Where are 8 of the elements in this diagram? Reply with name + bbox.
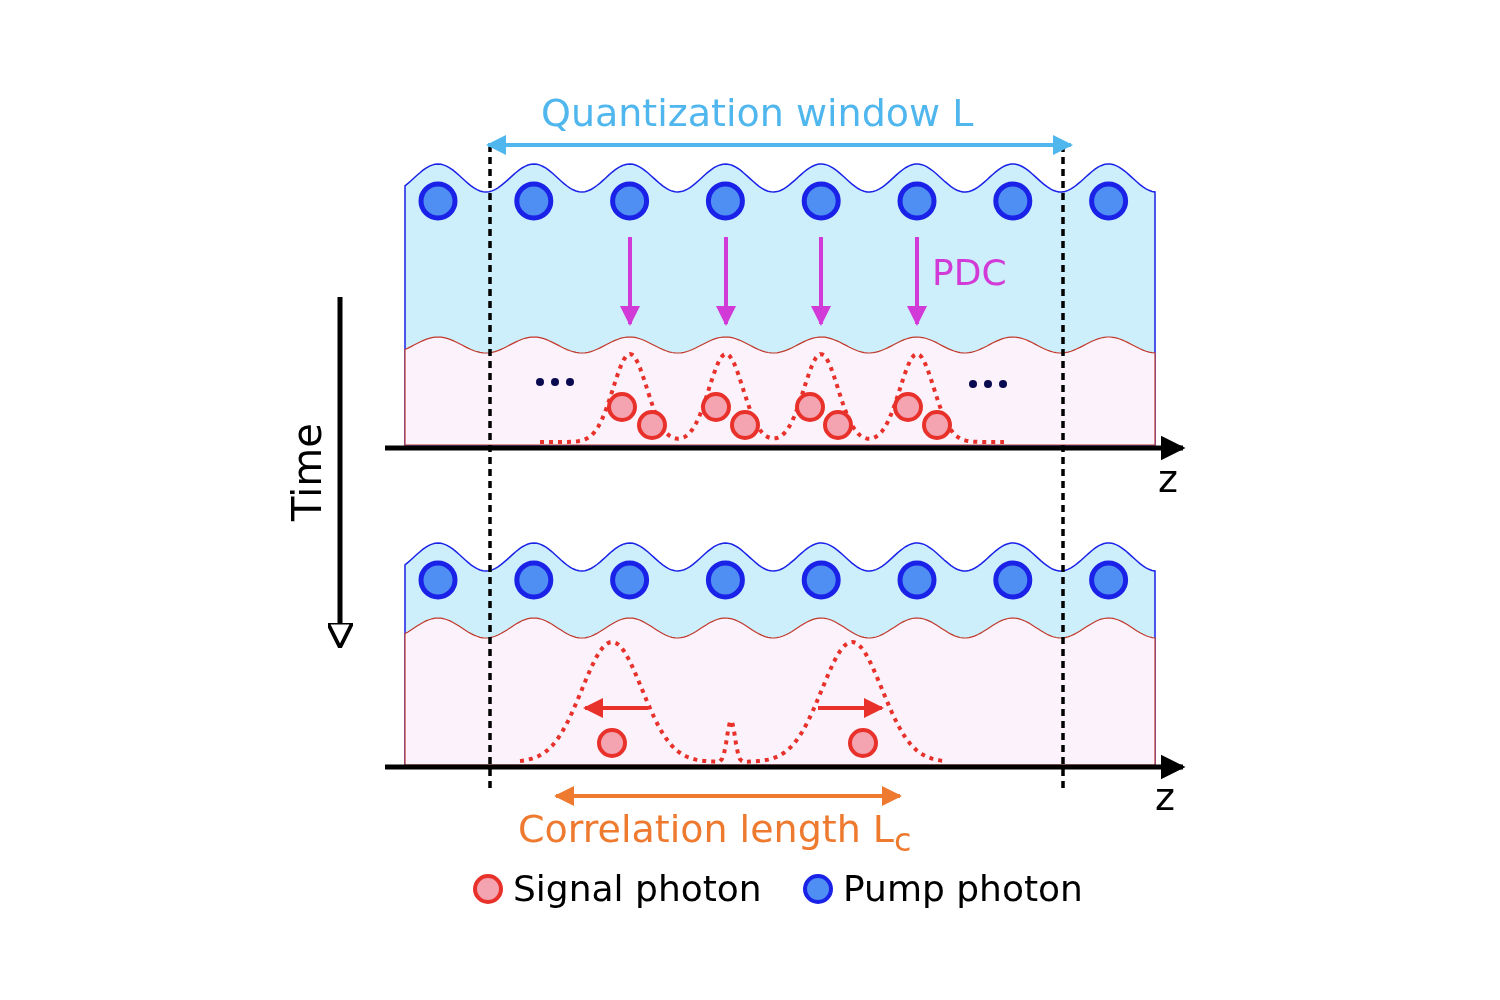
legend-label: Signal photon [513, 871, 762, 907]
axis-label: Time [286, 423, 327, 521]
dimension-label: Quantization window L [541, 94, 974, 132]
axis-label: z [1158, 460, 1178, 498]
dimension-label: Correlation length L$_{c}$ [518, 810, 912, 857]
axis-label: z [1155, 778, 1175, 816]
legend-label: Pump photon [843, 871, 1083, 907]
process-label: PDC [932, 255, 1007, 291]
